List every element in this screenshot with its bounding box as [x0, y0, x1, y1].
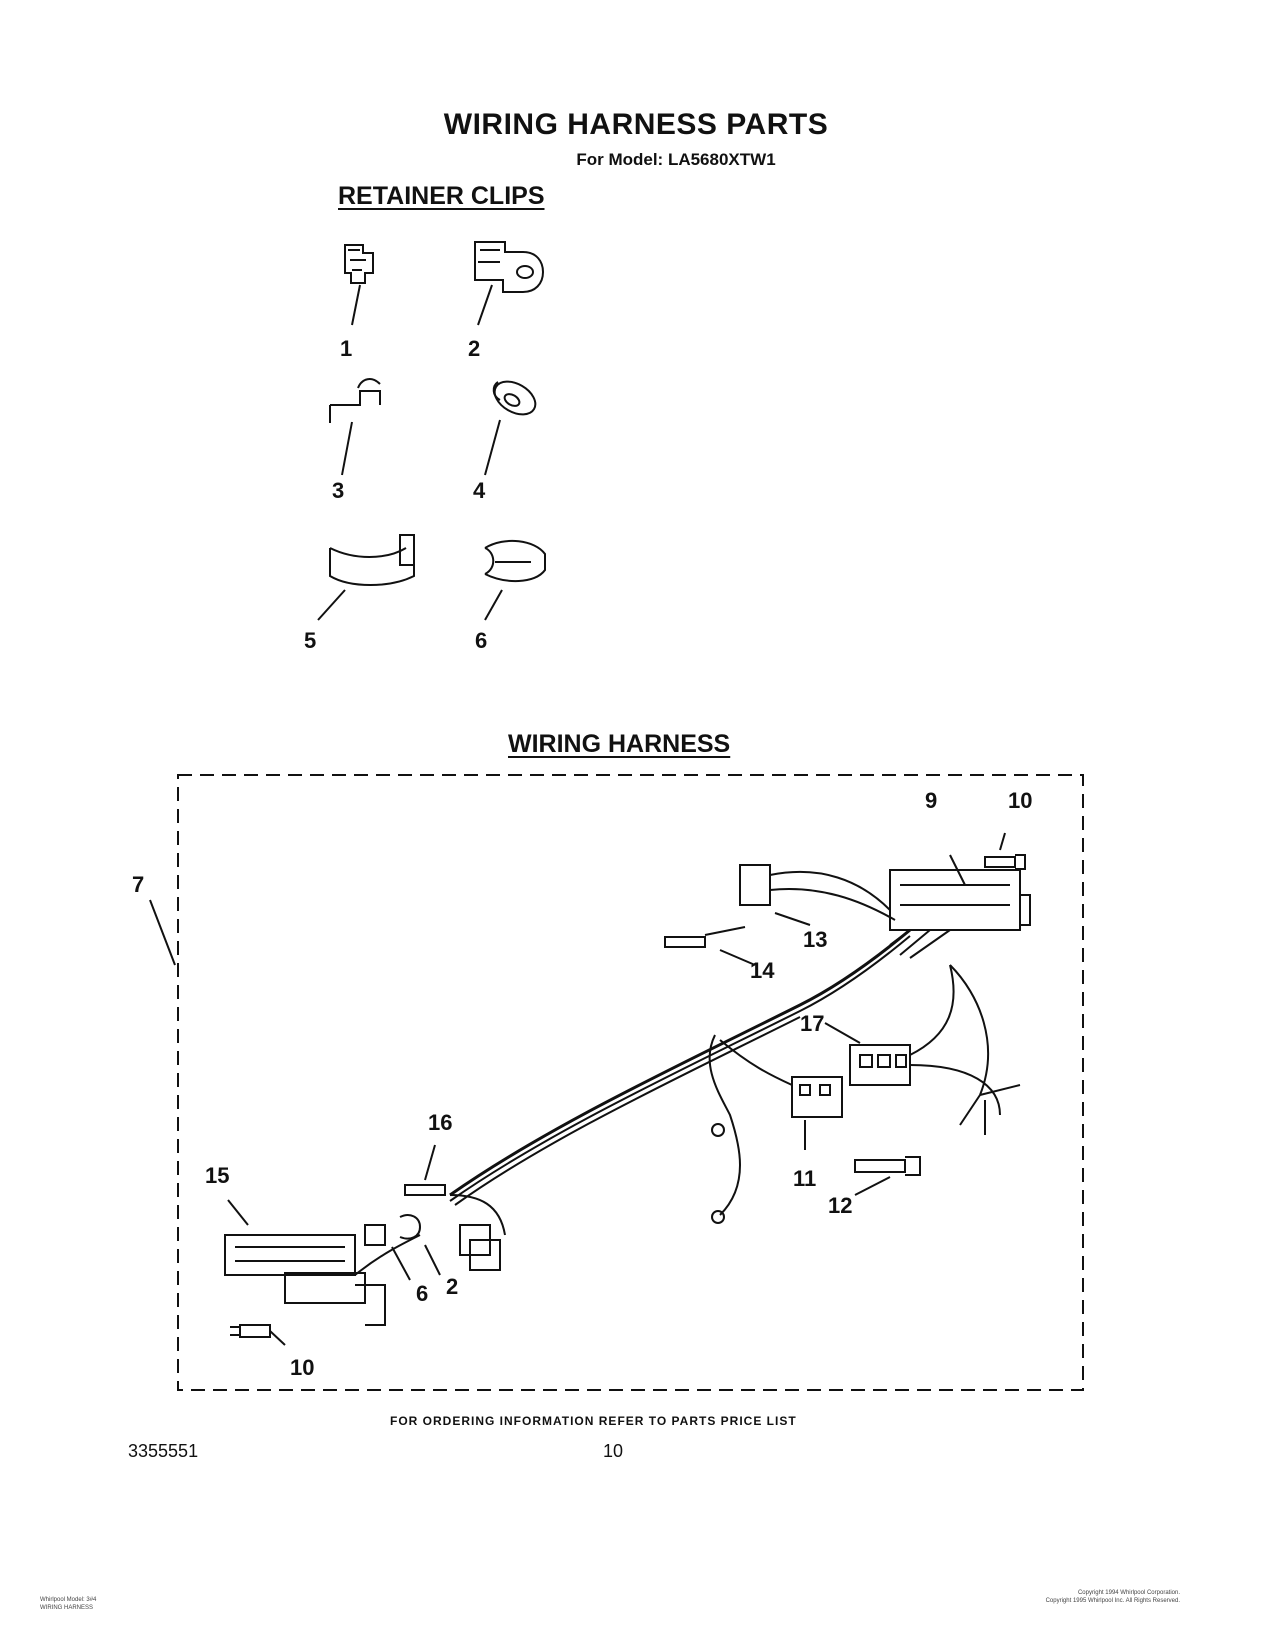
footer-right-small-1: Copyright 1994 Whirlpool Corporation.	[1077, 1590, 1180, 1596]
terminal-14-drawing	[664, 926, 756, 966]
doc-number: 3355551	[128, 1441, 199, 1461]
clip-3-drawing	[329, 378, 381, 476]
section-retainer-clips: RETAINER CLIPS	[338, 182, 545, 210]
footer-left-small-1: Whirlpool Model: 3#4	[40, 1597, 97, 1603]
connector-13-drawing	[739, 864, 896, 926]
callout-7: 7	[132, 872, 145, 897]
connector-12-drawing	[854, 1156, 921, 1196]
part-16-drawing	[404, 1144, 446, 1196]
callout-2: 2	[446, 1274, 459, 1299]
terminal-10-top-drawing	[984, 832, 1026, 870]
callout-15: 15	[205, 1163, 230, 1188]
callout-10-top: 10	[1008, 788, 1033, 813]
clip-number-5: 5	[304, 628, 317, 653]
retainer-clips-drawing	[317, 241, 546, 621]
connector-11-drawing	[719, 1039, 843, 1150]
connector-9-drawing	[889, 854, 1031, 959]
connector-15-drawing	[224, 1199, 421, 1326]
clip-number-2: 2	[468, 336, 481, 361]
model-label: For Model: LA5680XTW1	[576, 150, 776, 169]
page-number: 10	[603, 1441, 624, 1461]
callout-14: 14	[750, 958, 775, 983]
clip-6-on-harness	[364, 1224, 386, 1246]
footer-right-small-2: Copyright 1995 Whirlpool Inc. All Rights…	[1045, 1598, 1180, 1604]
callout-6: 6	[416, 1281, 429, 1306]
clip-2-on-harness	[399, 1214, 422, 1240]
clip-2-drawing	[474, 241, 545, 326]
callout-11: 11	[793, 1166, 817, 1191]
clip-number-6: 6	[475, 628, 488, 653]
clip-5-drawing	[317, 534, 415, 621]
footer-left-small-2: WIRING HARNESS	[40, 1605, 94, 1611]
ordering-note: FOR ORDERING INFORMATION REFER TO PARTS …	[390, 1414, 797, 1428]
connector-17-drawing	[824, 964, 1001, 1116]
callout-16: 16	[428, 1110, 453, 1135]
callout-9: 9	[925, 788, 938, 813]
section-wiring-harness: WIRING HARNESS	[508, 730, 731, 758]
clip-number-3: 3	[332, 478, 345, 503]
callout-13: 13	[803, 927, 828, 952]
clip-number-1: 1	[340, 336, 353, 361]
callout-10-bottom: 10	[290, 1355, 315, 1380]
clip-4-drawing	[484, 380, 537, 476]
clip-6-drawing	[484, 539, 546, 621]
clip-1-drawing	[344, 244, 374, 326]
page-title: WIRING HARNESS PARTS	[443, 108, 829, 141]
harness-frame	[177, 774, 1084, 1391]
callout-12: 12	[828, 1193, 853, 1218]
callout-17: 17	[800, 1011, 825, 1036]
terminal-10-bottom-drawing	[230, 1324, 286, 1346]
clip-number-4: 4	[473, 478, 486, 503]
wiring-harness-drawing	[149, 774, 1084, 1391]
